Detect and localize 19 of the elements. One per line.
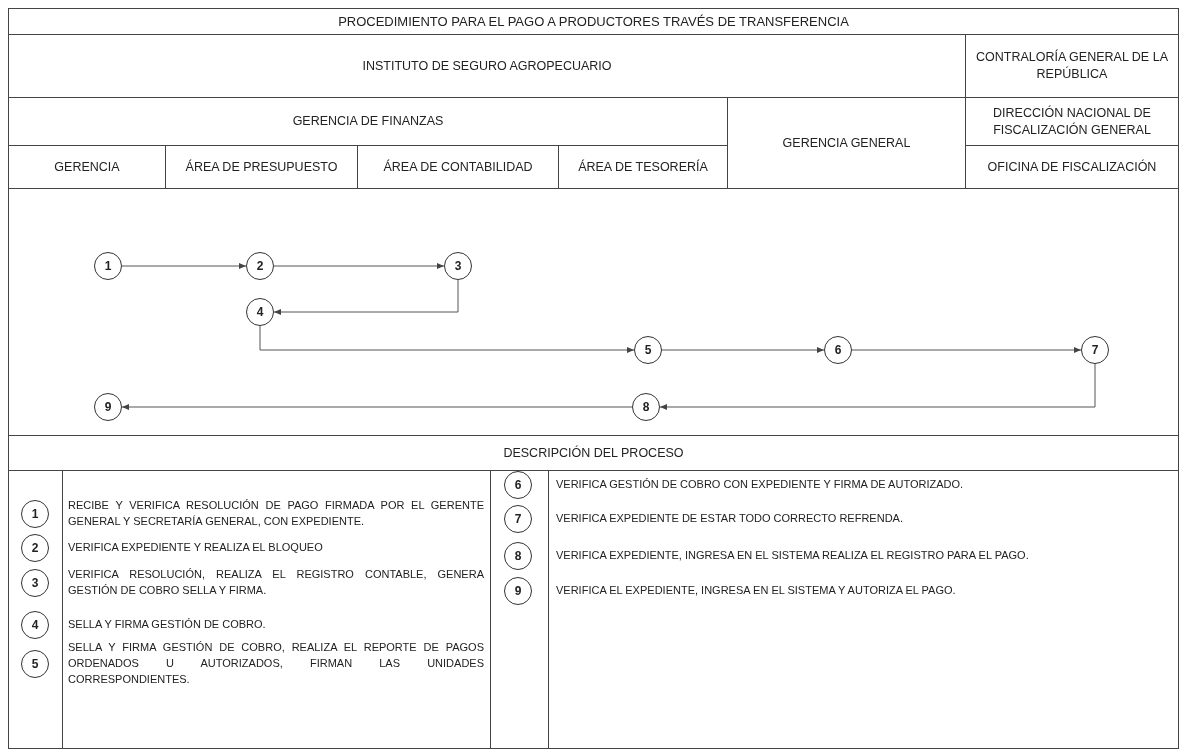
step-description: VERIFICA RESOLUCIÓN, REALIZA EL REGISTRO CONTABLE, GENERA GESTIÓN DE COBRO SELLA Y FIRMA.	[68, 567, 484, 598]
arrow	[273, 263, 445, 269]
arrow	[659, 363, 1096, 410]
step-description: RECIBE Y VERIFICA RESOLUCIÓN DE PAGO FIRMADA POR EL GERENTE GENERAL Y SECRETARÍA GENERAL, CON EXPEDIENTE.	[68, 498, 484, 529]
title-cell: PROCEDIMIENTO PARA EL PAGO A PRODUCTORES TRAVÉS DE TRANSFERENCIA	[8, 8, 1179, 35]
arrow	[259, 325, 635, 353]
step-description: SELLA Y FIRMA GESTIÓN DE COBRO.	[68, 617, 266, 633]
step-description: VERIFICA EXPEDIENTE, INGRESA EN EL SISTEMA REALIZA EL REGISTRO PARA EL PAGO.	[556, 548, 1029, 564]
arrow	[121, 404, 633, 410]
step-description: VERIFICA EL EXPEDIENTE, INGRESA EN EL SISTEMA Y AUTORIZA EL PAGO.	[556, 583, 956, 599]
step-description: VERIFICA EXPEDIENTE DE ESTAR TODO CORRECTO REFRENDA.	[556, 511, 903, 527]
step-description: VERIFICA EXPEDIENTE Y REALIZA EL BLOQUEO	[68, 540, 323, 556]
header-cell: DESCRIPCIÓN DEL PROCESO	[8, 435, 1179, 471]
arrow	[121, 263, 247, 269]
arrow	[661, 347, 825, 353]
arrow	[273, 279, 459, 315]
arrow	[851, 347, 1082, 353]
step-description: VERIFICA GESTIÓN DE COBRO CON EXPEDIENTE Y FIRMA DE AUTORIZADO.	[556, 477, 964, 493]
step-description: SELLA Y FIRMA GESTIÓN DE COBRO, REALIZA EL REPORTE DE PAGOS ORDENADOS U AUTORIZADOS, FIRMAN LAS UNIDADES CORRESPONDIENTES.	[68, 640, 484, 687]
